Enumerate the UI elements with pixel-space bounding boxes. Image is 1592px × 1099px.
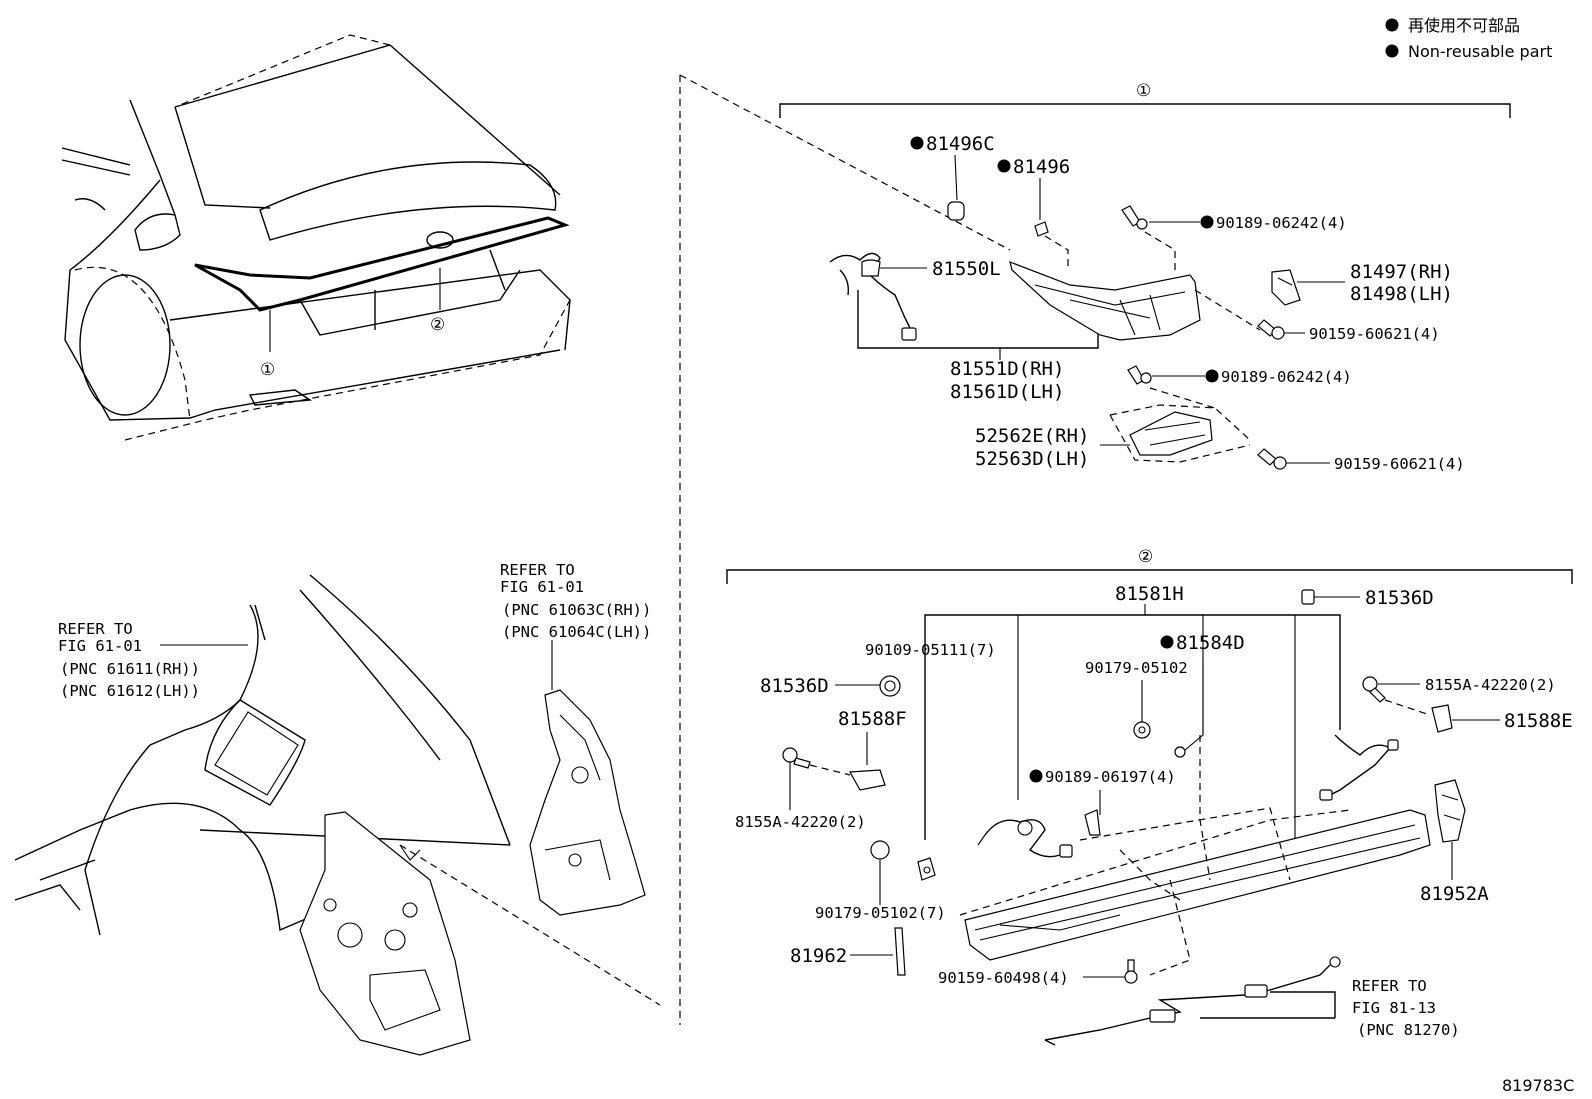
label-81498: 81498(LH) bbox=[1350, 283, 1453, 305]
non-reusable-dot-icon bbox=[1385, 18, 1399, 32]
clip-81536D-upper bbox=[1301, 589, 1315, 605]
label-52563D: 52563D(LH) bbox=[975, 448, 1089, 470]
label-81561D: 81561D(LH) bbox=[950, 381, 1064, 403]
ref1-line2: FIG 61-01 bbox=[58, 637, 142, 655]
label-81581H: 81581H bbox=[1115, 583, 1184, 605]
non-reusable-dot-icon bbox=[1200, 215, 1214, 229]
nut-90179-05102-7 bbox=[870, 840, 890, 860]
lamp-retainer-52562E bbox=[1129, 411, 1213, 456]
label-90109-05111: 90109-05111(7) bbox=[865, 641, 996, 659]
screw-90159-60621-lower bbox=[1257, 448, 1287, 470]
car-rear-illustration bbox=[61, 34, 571, 441]
label-81584D: 81584D bbox=[1176, 632, 1245, 654]
label-90159-60621-upper: 90159-60621(4) bbox=[1309, 325, 1440, 343]
screw-90159-60621-upper bbox=[1257, 319, 1285, 340]
bolt-90189-06242-lower bbox=[1127, 365, 1152, 385]
section-2-callout: ② bbox=[1138, 547, 1153, 567]
section-1-bracket bbox=[779, 103, 1511, 118]
label-81588F: 81588F bbox=[838, 708, 907, 730]
ref1-line4: (PNC 61612(LH)) bbox=[60, 682, 200, 700]
screw-8155A-42220-left bbox=[782, 747, 811, 769]
ref2-line1: REFER TO bbox=[500, 561, 575, 579]
lamp-wiring-harness bbox=[829, 252, 917, 341]
lamp-bracket-81497 bbox=[1271, 269, 1301, 306]
callout-1-on-car: ① bbox=[260, 360, 275, 380]
lamp-clip-81496C bbox=[947, 201, 965, 221]
label-90189-06242-upper: 90189-06242(4) bbox=[1216, 214, 1347, 232]
label-90189-06242-lower: 90189-06242(4) bbox=[1221, 368, 1352, 386]
ref2-line4: (PNC 61064C(LH)) bbox=[502, 623, 651, 641]
non-reusable-dot-icon bbox=[910, 136, 924, 150]
rear-combination-lamp bbox=[1009, 261, 1201, 341]
label-81497: 81497(RH) bbox=[1350, 261, 1453, 283]
license-lamp-harness bbox=[1044, 956, 1341, 1046]
clip-90109-05111 bbox=[917, 857, 936, 881]
non-reusable-dot-icon bbox=[1385, 44, 1399, 58]
bracket-81588E bbox=[1431, 704, 1453, 733]
seal-81962 bbox=[894, 927, 906, 976]
section-2-bracket bbox=[726, 569, 1573, 584]
ref2-line3: (PNC 61063C(RH)) bbox=[502, 601, 651, 619]
label-81496C: 81496C bbox=[926, 133, 995, 155]
label-81496: 81496 bbox=[1013, 156, 1070, 178]
nut-90179-05102 bbox=[1133, 721, 1151, 739]
center-lamp-harness-right bbox=[1319, 734, 1399, 801]
label-90179-05102: 90179-05102 bbox=[1085, 659, 1188, 677]
bolt-90189-06242-upper bbox=[1121, 205, 1148, 230]
ref3-line3: (PNC 81270) bbox=[1357, 1021, 1460, 1039]
non-reusable-dot-icon bbox=[1160, 635, 1174, 649]
label-81550L: 81550L bbox=[932, 258, 1001, 280]
callout-2-on-car: ② bbox=[430, 315, 445, 335]
label-81962: 81962 bbox=[790, 945, 847, 967]
ref1-line1: REFER TO bbox=[58, 620, 133, 638]
label-81588E: 81588E bbox=[1504, 710, 1573, 732]
quarter-inner-bracket bbox=[529, 689, 646, 916]
label-8155A-42220-left: 8155A-42220(2) bbox=[735, 813, 866, 831]
legend: 再使用不可部品 Non-reusable part bbox=[1385, 16, 1552, 61]
grommet-81584D bbox=[1174, 746, 1186, 758]
center-lamp-harness-left bbox=[977, 819, 1073, 858]
rear-center-lamp-garnish bbox=[964, 809, 1431, 961]
label-81952A: 81952A bbox=[1420, 883, 1489, 905]
bolt-90189-06197 bbox=[1084, 809, 1101, 836]
legend-english: Non-reusable part bbox=[1408, 42, 1552, 61]
quarter-panel-illustration bbox=[14, 574, 661, 1056]
ref1-line3: (PNC 61611(RH)) bbox=[60, 660, 200, 678]
screw-90159-60498 bbox=[1124, 959, 1138, 984]
label-90159-60498: 90159-60498(4) bbox=[938, 969, 1069, 987]
ref3-line2: FIG 81-13 bbox=[1352, 999, 1436, 1017]
section-1-callout: ① bbox=[1136, 81, 1151, 101]
label-90159-60621-lower: 90159-60621(4) bbox=[1334, 455, 1465, 473]
non-reusable-dot-icon bbox=[1029, 769, 1043, 783]
clip-81536D-left bbox=[879, 675, 901, 697]
ref3-line1: REFER TO bbox=[1352, 977, 1427, 995]
label-81551D: 81551D(RH) bbox=[950, 358, 1064, 380]
legend-japanese: 再使用不可部品 bbox=[1408, 16, 1520, 35]
bracket-81588F bbox=[849, 769, 886, 791]
lamp-nut-81496 bbox=[1034, 221, 1049, 237]
label-81536D-upper: 81536D bbox=[1365, 587, 1434, 609]
screw-8155A-42220-right bbox=[1362, 676, 1386, 703]
non-reusable-dot-icon bbox=[1205, 369, 1219, 383]
label-52562E: 52562E(RH) bbox=[975, 425, 1089, 447]
non-reusable-dot-icon bbox=[997, 159, 1011, 173]
bracket-81952A bbox=[1434, 779, 1466, 843]
ref2-line2: FIG 61-01 bbox=[500, 578, 584, 596]
figure-id: 819783C bbox=[1502, 1076, 1574, 1095]
label-8155A-42220-right: 8155A-42220(2) bbox=[1425, 676, 1556, 694]
label-90179-05102-7: 90179-05102(7) bbox=[815, 904, 946, 922]
label-90189-06197: 90189-06197(4) bbox=[1045, 768, 1176, 786]
label-81536D-left: 81536D bbox=[760, 675, 829, 697]
